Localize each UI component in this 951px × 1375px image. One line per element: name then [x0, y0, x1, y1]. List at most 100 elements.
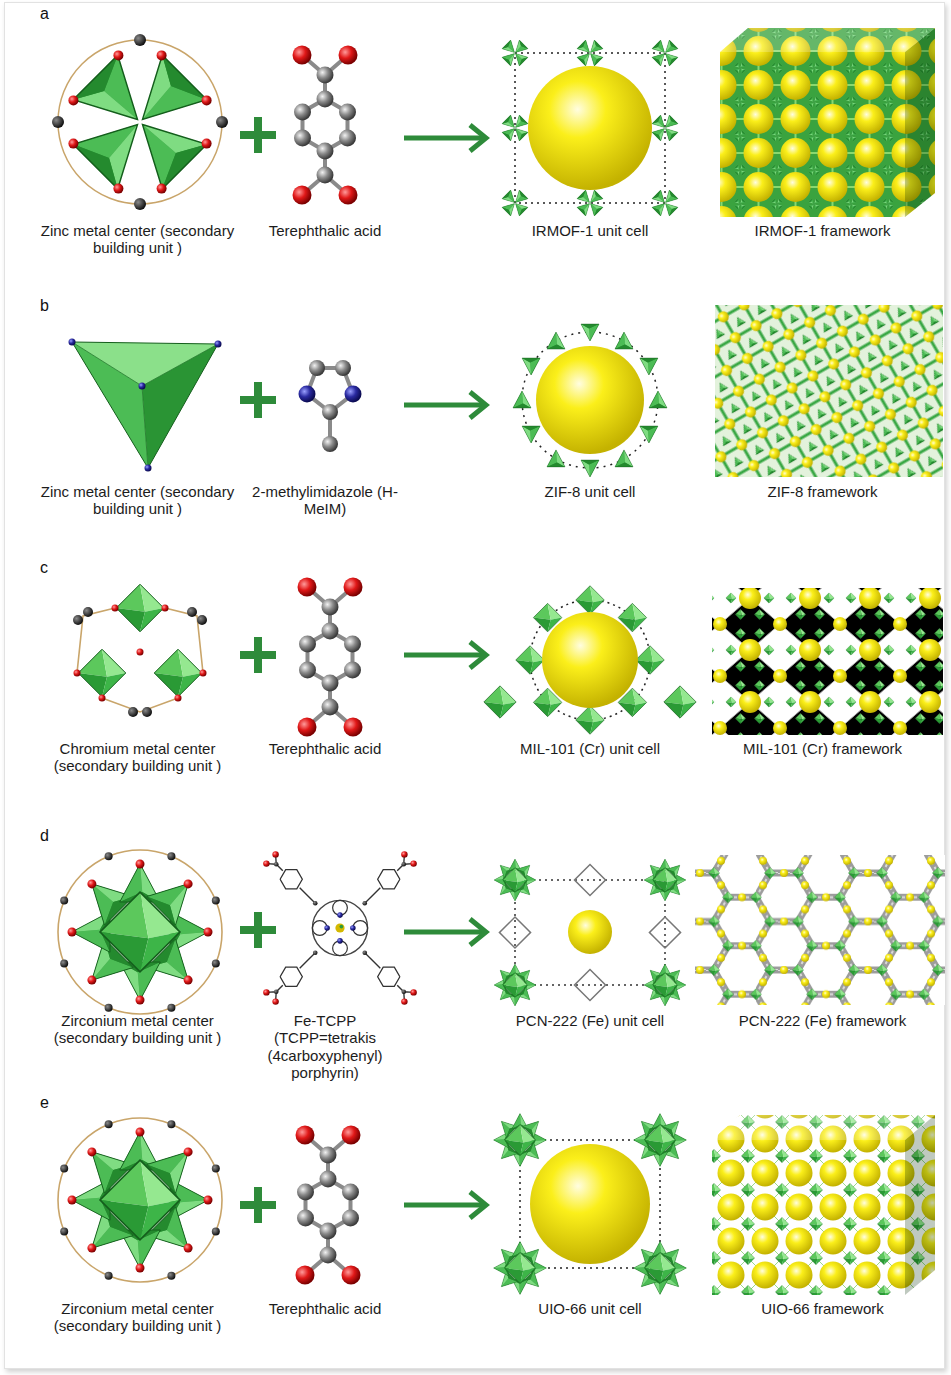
zn-tetrahedron: [69, 339, 222, 472]
illustration-area: [35, 1110, 240, 1300]
irmof-unit-cell: [502, 190, 528, 216]
fe-porphyrin-molecule: [340, 925, 344, 929]
organic-linker: 2-methylimidazole (H-MeIM): [250, 330, 400, 520]
irmof-framework: [720, 52, 905, 217]
fe-porphyrin-molecule: [313, 950, 318, 955]
illustration-area: [490, 1110, 690, 1300]
zn4o-cluster: [52, 116, 64, 128]
illustration-area: [35, 858, 240, 1012]
caption-text: IRMOF-1 framework: [700, 222, 945, 239]
zn4o-cluster: [68, 139, 78, 149]
mil-unit-cell: [576, 706, 605, 735]
cr3-trimer-cluster: [154, 649, 202, 697]
irmof-unit-cell: [528, 66, 652, 190]
illustration-area: [250, 585, 400, 740]
irmof-framework: [720, 28, 935, 52]
irmof-unit-cell: [502, 40, 528, 66]
zn4o-cluster: [58, 40, 222, 204]
fe-porphyrin-molecule: [263, 860, 269, 866]
panel-letter: a: [40, 6, 49, 22]
framework-lattice: ZIF-8 framework: [700, 330, 945, 502]
illustration-area: [700, 330, 945, 483]
cr3-trimer-cluster: [175, 695, 182, 702]
zn4o-cluster: [202, 139, 212, 149]
irmof-framework: [720, 28, 935, 217]
zn4o-cluster: [202, 95, 212, 105]
fe-porphyrin-molecule: [263, 851, 417, 1005]
uio-framework: [712, 1115, 935, 1295]
cr3-trimer-cluster: [74, 605, 207, 702]
fe-porphyrin-molecule: [272, 851, 278, 857]
cr3-trimer-cluster: [83, 607, 93, 617]
mil-unit-cell: [542, 612, 638, 708]
pcn-unit-cell: [494, 859, 686, 1006]
illustration-area: [250, 25, 400, 222]
zn4o-cluster: [120, 55, 207, 142]
zn4o-cluster: [113, 184, 123, 194]
fe-porphyrin-molecule: [274, 862, 406, 994]
cr3-trimer-cluster: [197, 615, 207, 625]
pcn-unit-cell: [644, 964, 686, 1006]
metal-cluster-unit: Zinc metal center (secondary building un…: [35, 25, 240, 259]
terephthalic-acid-molecule: [293, 46, 358, 205]
organic-linker: Terephthalic acid: [250, 585, 400, 759]
zn-tetrahedron: [72, 342, 218, 468]
fe-porphyrin-molecule: [378, 870, 400, 889]
zif-unit-cell: [536, 346, 644, 454]
caption-text: MIL-101 (Cr) framework: [700, 740, 945, 757]
fe-porphyrin-molecule: [337, 912, 343, 918]
pcn-unit-cell: [494, 859, 536, 901]
organic-linker: Terephthalic acid: [250, 25, 400, 241]
cr3-trimer-cluster: [200, 670, 207, 677]
terephthalic-acid-molecule: [298, 578, 363, 737]
caption-text: IRMOF-1 unit cell: [490, 222, 690, 239]
illustration-area: [490, 858, 690, 1012]
fe-porphyrin-molecule: [362, 901, 367, 906]
irmof-framework: [905, 28, 935, 217]
fe-porphyrin-molecule: [280, 870, 302, 889]
illustration-area: [250, 330, 400, 483]
pcn-unit-cell: [494, 964, 536, 1006]
zif-unit-cell: [547, 332, 565, 349]
zif-framework: [715, 305, 943, 477]
zn4o-cluster: [52, 34, 228, 210]
illustration-area: [700, 585, 945, 740]
arrow-shaft: [404, 930, 485, 935]
fe-porphyrin-molecule: [263, 989, 269, 995]
illustration-area: [490, 585, 690, 740]
caption-text: Terephthalic acid: [250, 740, 400, 757]
illustration-area: [700, 1110, 945, 1300]
irmof-unit-cell: [577, 190, 603, 216]
unit-cell: UIO-66 unit cell: [490, 1110, 690, 1319]
illustration-area: [700, 25, 945, 222]
zif-framework: [715, 305, 943, 477]
mil-unit-cell: [664, 686, 696, 718]
arrow-head: [470, 125, 486, 151]
uio-framework: [905, 1115, 935, 1295]
zif-unit-cell: [513, 324, 667, 477]
illustration-area: [35, 25, 240, 222]
framework-lattice: MIL-101 (Cr) framework: [700, 585, 945, 759]
methylimidazole-molecule: [322, 404, 338, 420]
cr3-trimer-cluster: [99, 695, 106, 702]
caption-text: Terephthalic acid: [250, 222, 400, 239]
pcn-unit-cell: [574, 864, 605, 895]
caption-text: 2-methylimidazole (H-MeIM): [250, 483, 400, 518]
mil-framework: [712, 588, 943, 735]
caption-text: Fe-TCPP (TCPP=tetrakis (4carboxyphenyl) …: [250, 1012, 400, 1081]
caption-text: ZIF-8 unit cell: [490, 483, 690, 500]
zif-unit-cell: [581, 324, 599, 341]
zif-unit-cell: [615, 332, 633, 349]
uio-framework: [905, 1115, 935, 1295]
fe-porphyrin-molecule: [272, 998, 278, 1004]
fe-porphyrin-molecule: [266, 854, 413, 1001]
terephthalic-acid-molecule: [298, 578, 363, 737]
panel-letter: b: [40, 298, 49, 314]
arrow-head: [470, 642, 486, 668]
arrow-shaft: [404, 136, 485, 141]
fe-porphyrin-molecule: [280, 967, 302, 986]
zn-tetrahedron: [142, 344, 218, 468]
